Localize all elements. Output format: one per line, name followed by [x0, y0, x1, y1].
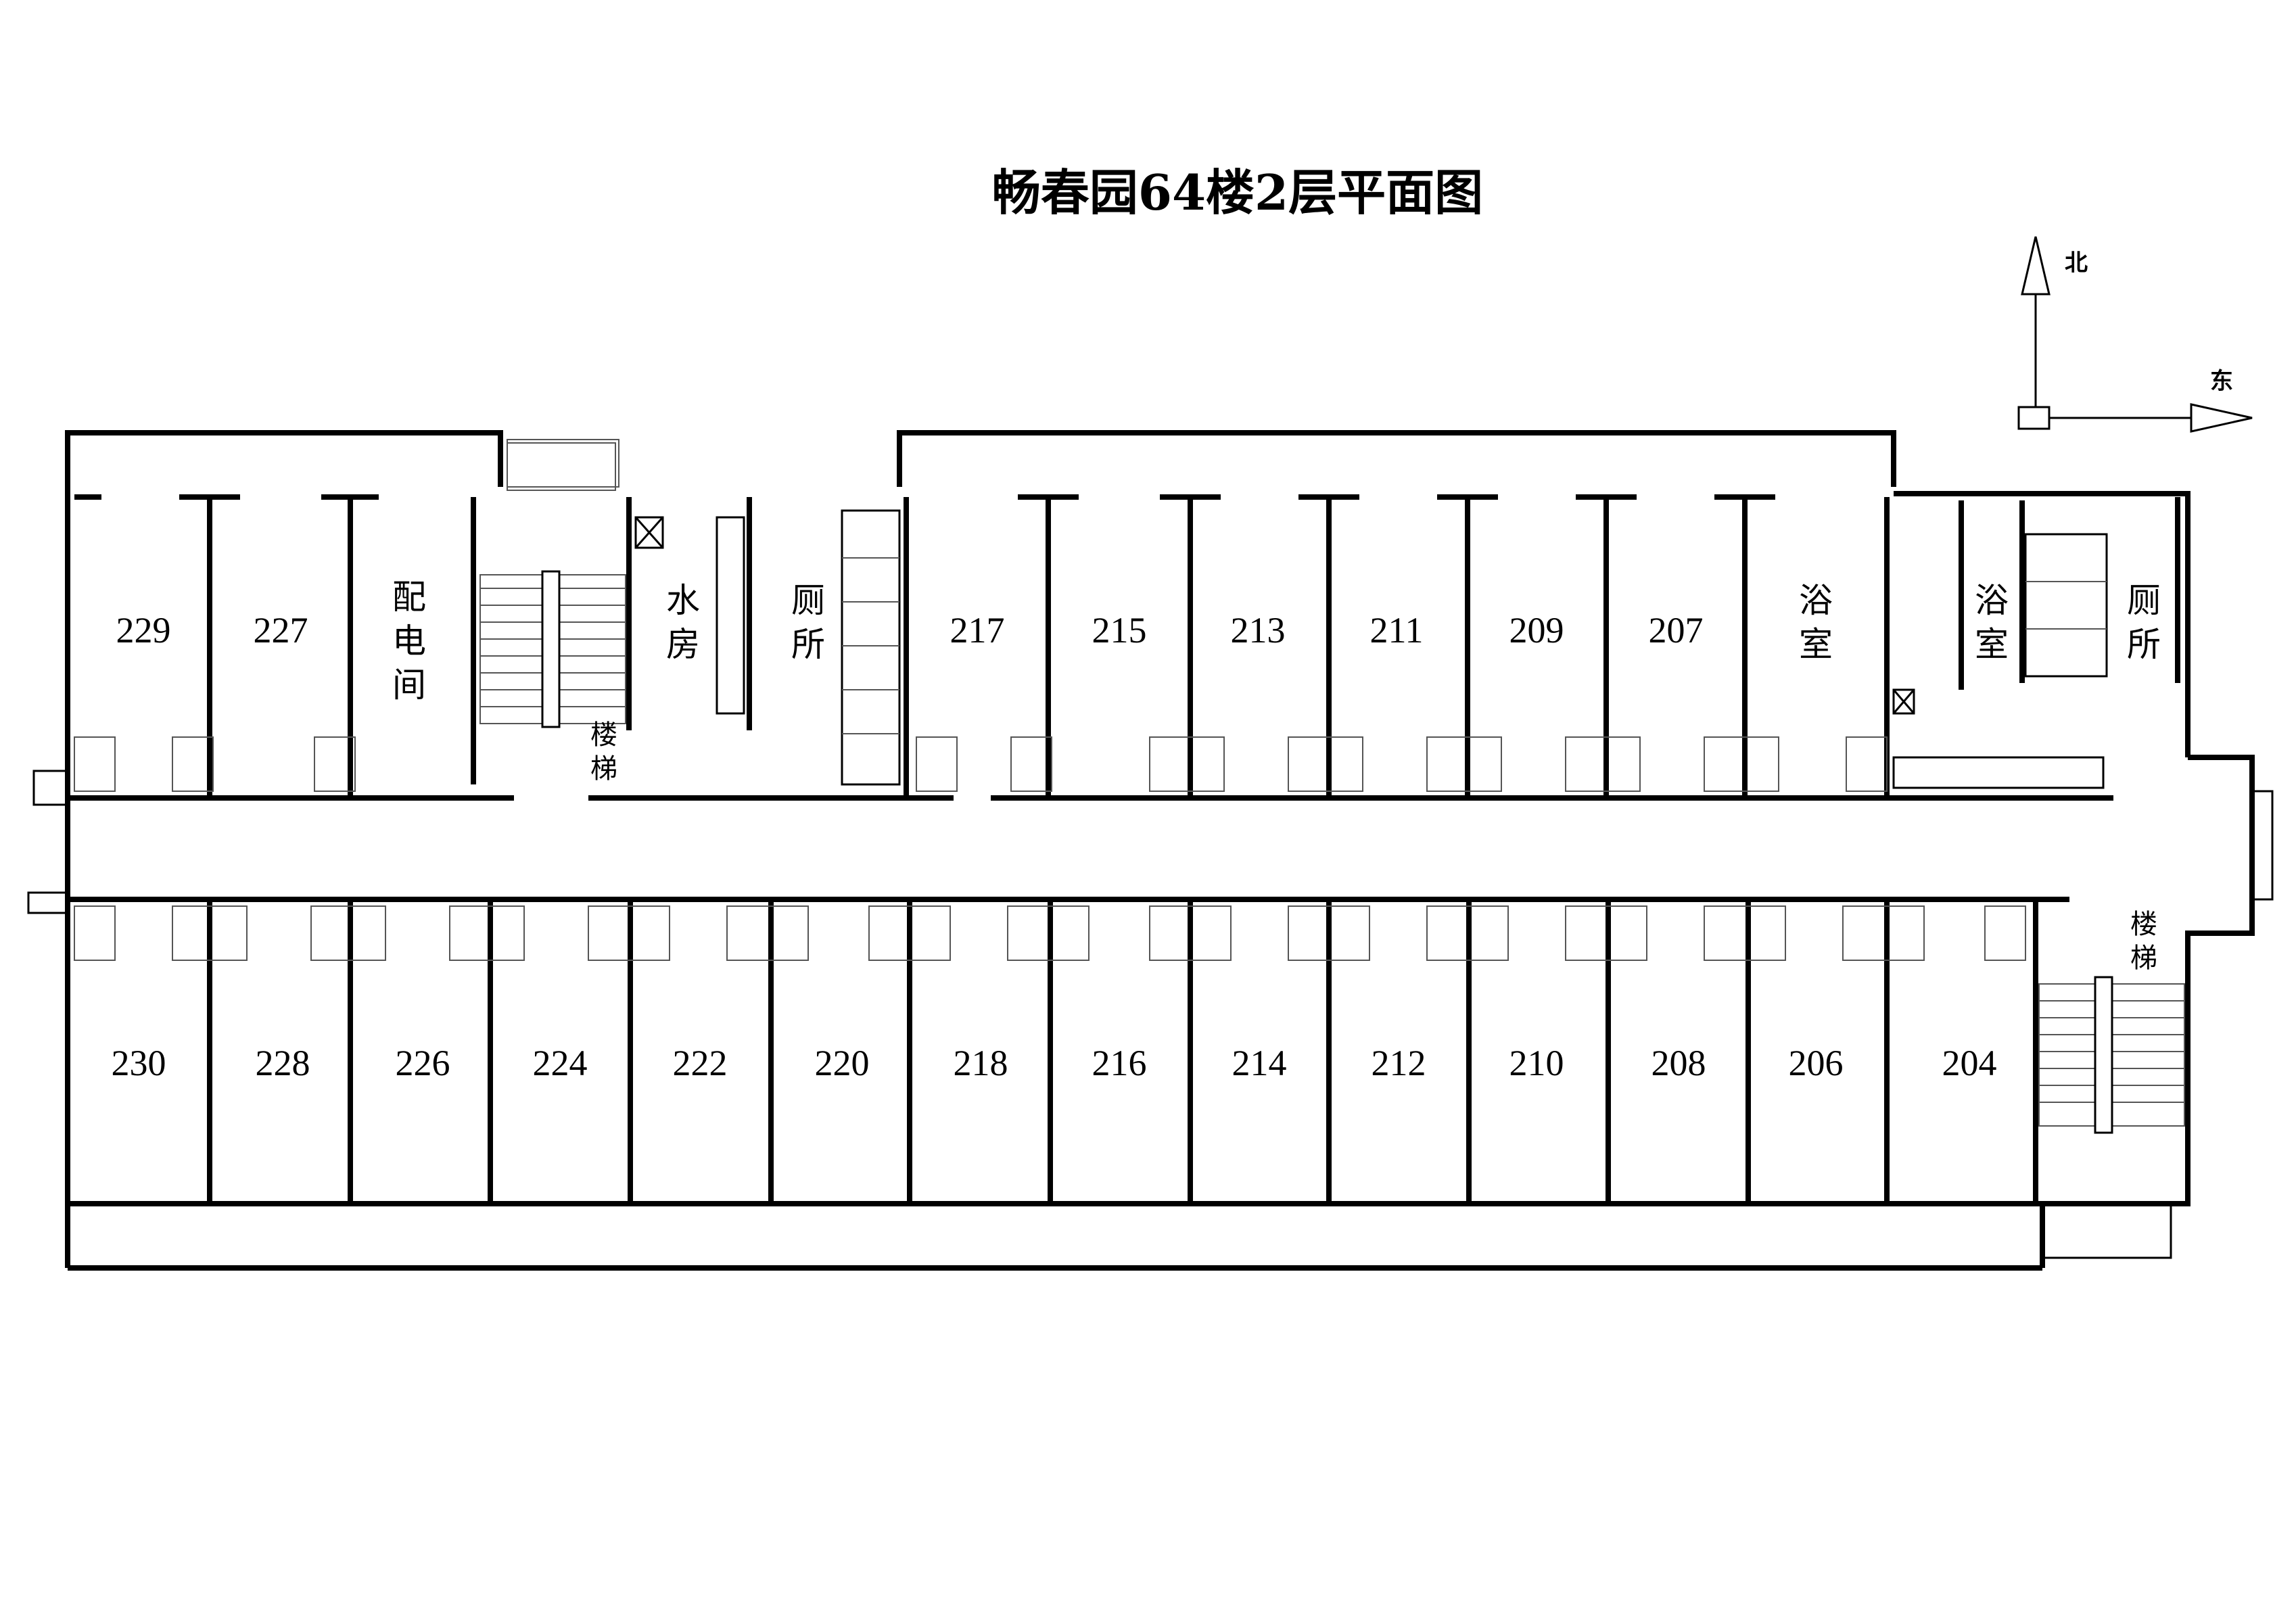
svg-text:浴: 浴 — [1799, 581, 1833, 620]
stairs-west — [479, 442, 626, 728]
svg-text:所: 所 — [2127, 625, 2161, 664]
north-room-labels: 229 227 217 215 213 211 209 207 — [116, 610, 1704, 651]
compass: 北 东 — [2017, 236, 2253, 433]
svg-text:楼: 楼 — [590, 720, 617, 751]
room-218: 218 — [954, 1043, 1008, 1083]
east-label: 东 — [2210, 368, 2233, 395]
svg-text:厕: 厕 — [791, 581, 825, 620]
room-212: 212 — [1372, 1043, 1426, 1083]
north-label: 北 — [2065, 250, 2088, 277]
svg-text:楼: 楼 — [2130, 909, 2157, 940]
svg-text:梯: 梯 — [2130, 943, 2157, 974]
water-room-label: 水 房 — [666, 581, 700, 664]
svg-text:室: 室 — [1975, 625, 2009, 664]
svg-text:室: 室 — [1799, 625, 1833, 664]
svg-text:所: 所 — [791, 625, 825, 664]
south-room-labels: 230 228 226 224 222 220 218 216 214 212 … — [112, 1043, 1997, 1083]
svg-text:房: 房 — [666, 625, 700, 664]
svg-text:电: 电 — [392, 621, 426, 661]
room-220: 220 — [815, 1043, 870, 1083]
room-208: 208 — [1651, 1043, 1706, 1083]
room-217: 217 — [950, 610, 1005, 651]
building-outline — [27, 430, 2274, 1271]
room-210: 210 — [1509, 1043, 1564, 1083]
bath-2-label: 浴 室 — [1975, 581, 2009, 664]
stairs-east — [2038, 976, 2185, 1134]
room-211: 211 — [1370, 610, 1424, 651]
north-room-walls — [68, 494, 2180, 801]
room-230: 230 — [112, 1043, 166, 1083]
svg-text:间: 间 — [392, 665, 426, 705]
svg-text:梯: 梯 — [590, 753, 617, 784]
room-216: 216 — [1092, 1043, 1147, 1083]
facility-labels: 配 电 间 水 房 厕 所 浴 室 浴 室 厕 所 楼 梯 楼 梯 — [392, 578, 2161, 974]
svg-text:水: 水 — [666, 581, 700, 620]
stairs-west-label: 楼 梯 — [590, 720, 617, 784]
room-228: 228 — [256, 1043, 310, 1083]
room-227: 227 — [254, 610, 308, 651]
room-224: 224 — [533, 1043, 588, 1083]
room-204: 204 — [1942, 1043, 1997, 1083]
svg-text:浴: 浴 — [1975, 581, 2009, 620]
plan-title: 畅春园64楼2层平面图 — [992, 164, 1483, 221]
room-229: 229 — [116, 610, 171, 651]
room-206: 206 — [1789, 1043, 1844, 1083]
stairs-east-label: 楼 梯 — [2130, 909, 2157, 974]
bath-1-label: 浴 室 — [1799, 581, 1833, 664]
room-213: 213 — [1231, 610, 1286, 651]
svg-text:厕: 厕 — [2127, 581, 2161, 620]
wet-rooms-east — [1892, 500, 2108, 789]
wet-rooms-west — [634, 509, 901, 786]
room-222: 222 — [673, 1043, 728, 1083]
toilet-east-label: 厕 所 — [2127, 581, 2161, 664]
room-226: 226 — [396, 1043, 450, 1083]
power-room-label: 配 电 间 — [392, 578, 426, 705]
room-207: 207 — [1649, 610, 1704, 651]
room-215: 215 — [1092, 610, 1147, 651]
toilet-west-label: 厕 所 — [791, 581, 825, 664]
svg-text:配: 配 — [392, 578, 426, 617]
room-209: 209 — [1509, 610, 1564, 651]
south-room-walls — [68, 897, 2069, 1206]
room-214: 214 — [1232, 1043, 1287, 1083]
